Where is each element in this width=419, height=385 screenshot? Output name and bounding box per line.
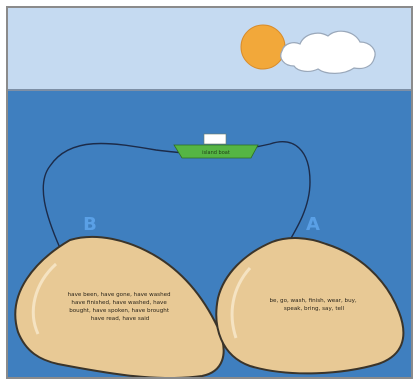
left-island-line-2: have finished, have washed, have: [71, 300, 167, 306]
illustration: island boat B A have been, have gone, ha…: [8, 8, 413, 379]
label-b: B: [83, 214, 97, 235]
sun-icon: [241, 25, 285, 69]
right-island-line-1: be, go, wash, finish, wear, buy,: [269, 298, 356, 304]
right-island-line-2: speak, bring, say, tell: [284, 306, 345, 312]
illustration-frame: island boat B A have been, have gone, ha…: [6, 6, 413, 379]
left-island-line-3: bought, have spoken, have brought: [69, 308, 170, 314]
label-a: A: [306, 214, 320, 235]
left-island-line-4: have read, have said: [91, 316, 150, 322]
left-island-line-1: have been, have gone, have washed: [68, 292, 171, 298]
boat-text: island boat: [202, 150, 230, 156]
